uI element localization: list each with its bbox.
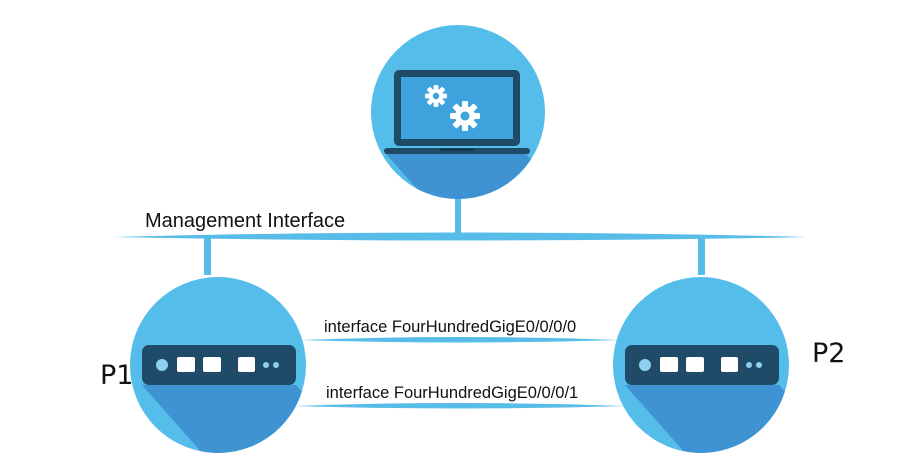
link-0-label: interface FourHundredGigE0/0/0/0 xyxy=(324,318,576,336)
link-1-line xyxy=(294,403,626,409)
router-icon xyxy=(142,345,296,385)
router-icon xyxy=(625,345,779,385)
controller-node xyxy=(371,25,545,199)
management-interface-label: Management Interface xyxy=(145,210,345,232)
gear-small-icon xyxy=(425,85,447,107)
gear-large-icon xyxy=(450,101,480,131)
laptop-gears-icon xyxy=(384,70,530,154)
link-1-label: interface FourHundredGigE0/0/0/1 xyxy=(326,384,578,402)
link-0-line xyxy=(300,337,620,343)
p2-node xyxy=(613,277,789,453)
p2-uplink xyxy=(698,237,705,275)
node-label-p2: P2 xyxy=(812,338,845,369)
p1-uplink xyxy=(204,237,211,275)
node-label-p1: P1 xyxy=(100,360,133,391)
controller-uplink xyxy=(455,162,461,240)
p1-node xyxy=(130,277,306,453)
